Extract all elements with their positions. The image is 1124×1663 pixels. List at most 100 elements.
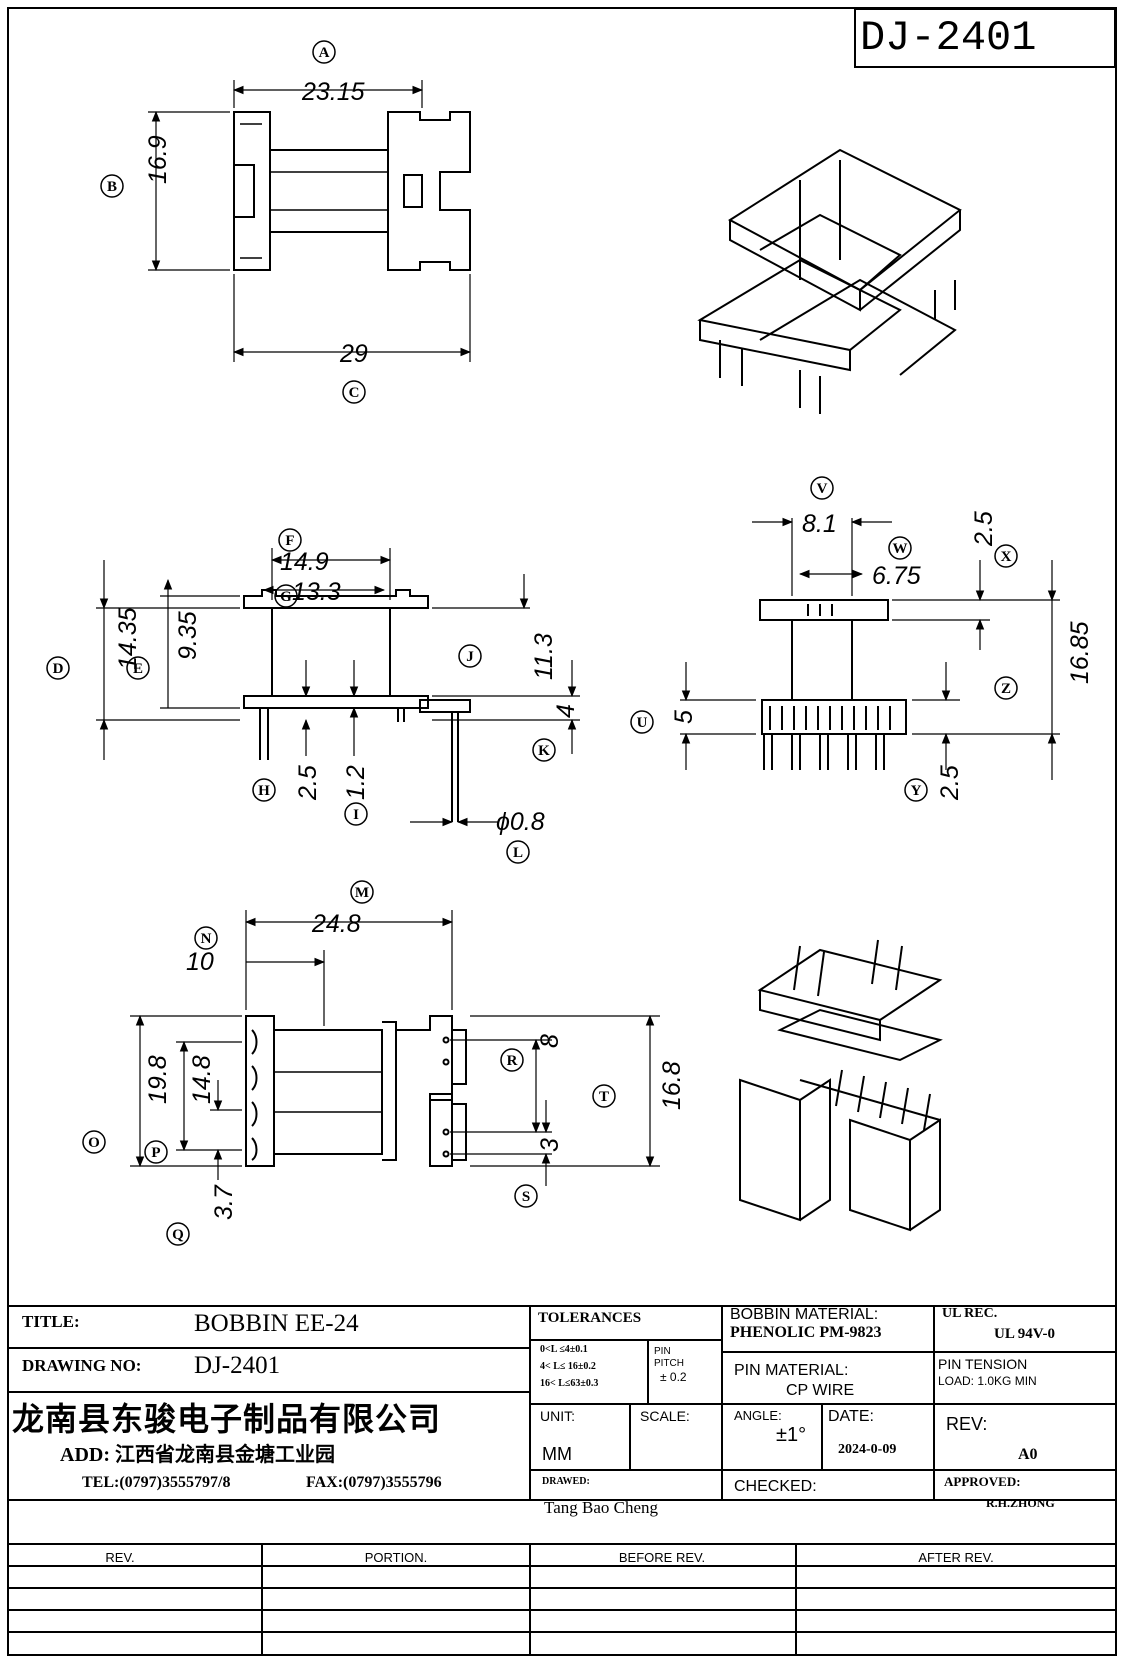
svg-text:Y: Y bbox=[911, 783, 922, 799]
dim-D-value: 14.35 bbox=[114, 607, 142, 670]
dim-C-value: 29 bbox=[339, 340, 368, 368]
callout-a: A bbox=[312, 40, 336, 64]
callout-p: P bbox=[144, 1140, 168, 1164]
revision-table-frame bbox=[7, 1543, 1117, 1656]
drawing-no-value: DJ-2401 bbox=[194, 1352, 281, 1379]
company-tel: TEL:(0797)3555797/8 bbox=[82, 1474, 231, 1491]
callout-m: M bbox=[350, 880, 374, 904]
svg-text:B: B bbox=[107, 179, 117, 195]
bottom-view bbox=[130, 910, 660, 1186]
title-label: TITLE: bbox=[22, 1312, 80, 1331]
rev-value: A0 bbox=[1018, 1446, 1038, 1463]
dim-I-value: 1.2 bbox=[342, 765, 370, 800]
dim-V-value: 8.1 bbox=[802, 510, 837, 538]
callout-q: Q bbox=[166, 1222, 190, 1246]
ul-rec-label: UL REC. bbox=[942, 1306, 998, 1321]
callout-f: F bbox=[278, 528, 302, 552]
svg-text:N: N bbox=[201, 931, 212, 947]
rev-header-before: BEFORE REV. bbox=[619, 1550, 705, 1565]
callout-x: X bbox=[994, 544, 1018, 568]
svg-text:L: L bbox=[513, 845, 523, 861]
svg-text:A: A bbox=[319, 45, 330, 61]
unit-label: UNIT: bbox=[540, 1408, 575, 1424]
callout-j: J bbox=[458, 644, 482, 668]
angle-label: ANGLE: bbox=[734, 1408, 782, 1423]
drawing-no-label: DRAWING NO: bbox=[22, 1356, 142, 1375]
pin-pitch-label-2: PITCH bbox=[654, 1358, 684, 1369]
rev-label: REV: bbox=[946, 1414, 988, 1434]
pin-material-value: CP WIRE bbox=[786, 1382, 855, 1399]
pin-pitch-label-1: PIN bbox=[654, 1346, 671, 1357]
dim-N-value: 10 bbox=[186, 948, 214, 976]
angle-value: ±1° bbox=[776, 1424, 807, 1446]
svg-text:D: D bbox=[53, 661, 64, 677]
pin-pitch-value: ± 0.2 bbox=[660, 1370, 687, 1384]
side-view bbox=[680, 517, 1060, 780]
callout-k: K bbox=[532, 738, 556, 762]
svg-text:R: R bbox=[507, 1053, 518, 1069]
dim-M-value: 24.8 bbox=[311, 910, 361, 938]
title-block-frame bbox=[7, 1305, 1117, 1501]
callout-s: S bbox=[514, 1184, 538, 1208]
svg-text:V: V bbox=[817, 481, 828, 497]
bobbin-material-value: PHENOLIC PM-9823 bbox=[730, 1324, 882, 1341]
company-address: ADD: 江西省龙南县金塘工业园 bbox=[60, 1444, 335, 1466]
callout-r: R bbox=[500, 1048, 524, 1072]
dim-R-value: 8 bbox=[536, 1034, 564, 1048]
date-value: 2024-0-09 bbox=[838, 1442, 897, 1457]
dim-Z-value: 16.85 bbox=[1066, 621, 1094, 684]
svg-text:C: C bbox=[349, 385, 360, 401]
isometric-view-bottom bbox=[739, 939, 943, 1232]
company-name: 龙南县东骏电子制品有限公司 bbox=[12, 1401, 442, 1437]
callout-i: I bbox=[344, 802, 368, 826]
callout-t: T bbox=[592, 1084, 616, 1108]
svg-text:Q: Q bbox=[172, 1227, 184, 1243]
dim-P-value: 14.8 bbox=[188, 1055, 216, 1104]
dim-E-value: 9.35 bbox=[174, 611, 202, 660]
svg-text:P: P bbox=[151, 1145, 160, 1161]
callout-h: H bbox=[252, 778, 276, 802]
drawn-label: DRAWED: bbox=[542, 1476, 590, 1487]
rev-header-after: AFTER REV. bbox=[918, 1550, 993, 1565]
dim-G-value: 13.3 bbox=[292, 578, 341, 606]
svg-text:S: S bbox=[522, 1189, 530, 1205]
dim-J-value: 11.3 bbox=[530, 633, 558, 680]
dim-Y-value: 2.5 bbox=[936, 765, 964, 801]
dim-O-value: 19.8 bbox=[144, 1055, 172, 1104]
callout-l: L bbox=[506, 840, 530, 864]
svg-text:Z: Z bbox=[1001, 681, 1011, 697]
front-view bbox=[96, 548, 580, 827]
svg-text:G: G bbox=[280, 589, 292, 605]
scale-label: SCALE: bbox=[640, 1408, 690, 1424]
callout-v: V bbox=[810, 476, 834, 500]
svg-text:E: E bbox=[133, 661, 143, 677]
dim-U-value: 5 bbox=[670, 710, 698, 724]
pin-material-label: PIN MATERIAL: bbox=[734, 1362, 849, 1379]
callout-g: G bbox=[274, 584, 298, 608]
dim-A-value: 23.15 bbox=[301, 78, 365, 106]
dim-K-value: 4 bbox=[552, 704, 580, 718]
callout-c: C bbox=[342, 380, 366, 404]
ul-rec-value: UL 94V-0 bbox=[994, 1326, 1055, 1342]
dim-H-value: 2.5 bbox=[294, 765, 322, 801]
bobbin-material-label: BOBBIN MATERIAL: bbox=[730, 1306, 879, 1323]
pin-tension-label: PIN TENSION bbox=[938, 1356, 1028, 1372]
title-value: BOBBIN EE-24 bbox=[194, 1310, 359, 1337]
rev-header-rev: REV. bbox=[105, 1550, 134, 1565]
svg-text:U: U bbox=[637, 715, 648, 731]
svg-text:O: O bbox=[88, 1135, 100, 1151]
svg-text:H: H bbox=[258, 783, 270, 799]
tolerances-label: TOLERANCES bbox=[538, 1310, 642, 1326]
dim-X-value: 2.5 bbox=[970, 511, 998, 547]
approved-label: APPROVED: bbox=[944, 1474, 1021, 1489]
svg-text:X: X bbox=[1001, 549, 1012, 565]
tolerance-3: 16< L≤63±0.3 bbox=[540, 1378, 599, 1389]
callout-y: Y bbox=[904, 778, 928, 802]
date-label: DATE: bbox=[828, 1408, 874, 1425]
company-fax: FAX:(0797)3555796 bbox=[306, 1474, 442, 1491]
checked-label: CHECKED: bbox=[734, 1478, 817, 1495]
svg-text:K: K bbox=[538, 743, 550, 759]
tolerance-1: 0<L ≤4±0.1 bbox=[540, 1344, 588, 1355]
svg-text:F: F bbox=[285, 533, 294, 549]
